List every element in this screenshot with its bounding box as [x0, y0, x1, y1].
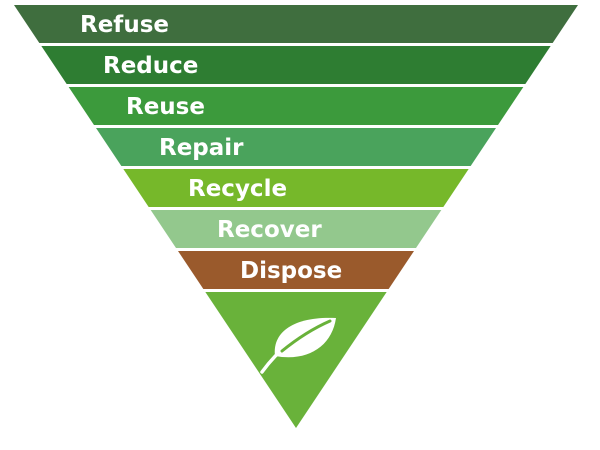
band-label: Refuse	[80, 12, 169, 38]
band-label: Recycle	[188, 176, 287, 202]
leaf-icon	[260, 317, 336, 374]
band-shape	[150, 210, 442, 248]
pyramid-tip	[205, 292, 387, 428]
band-shape	[178, 251, 414, 289]
band-refuse: Refuse	[14, 5, 578, 43]
band-shape	[68, 87, 524, 125]
band-label: Dispose	[240, 258, 342, 284]
band-shape	[96, 128, 496, 166]
band-label: Recover	[217, 217, 322, 243]
band-shape	[14, 5, 578, 43]
band-repair: Repair	[96, 128, 496, 166]
band-shape	[123, 169, 469, 207]
band-label: Repair	[159, 135, 244, 161]
band-recycle: Recycle	[123, 169, 469, 207]
band-reuse: Reuse	[68, 87, 524, 125]
band-shape	[41, 46, 551, 84]
band-recover: Recover	[150, 210, 442, 248]
band-reduce: Reduce	[41, 46, 551, 84]
band-dispose: Dispose	[178, 251, 414, 289]
band-label: Reduce	[103, 53, 198, 79]
band-label: Reuse	[126, 94, 205, 120]
